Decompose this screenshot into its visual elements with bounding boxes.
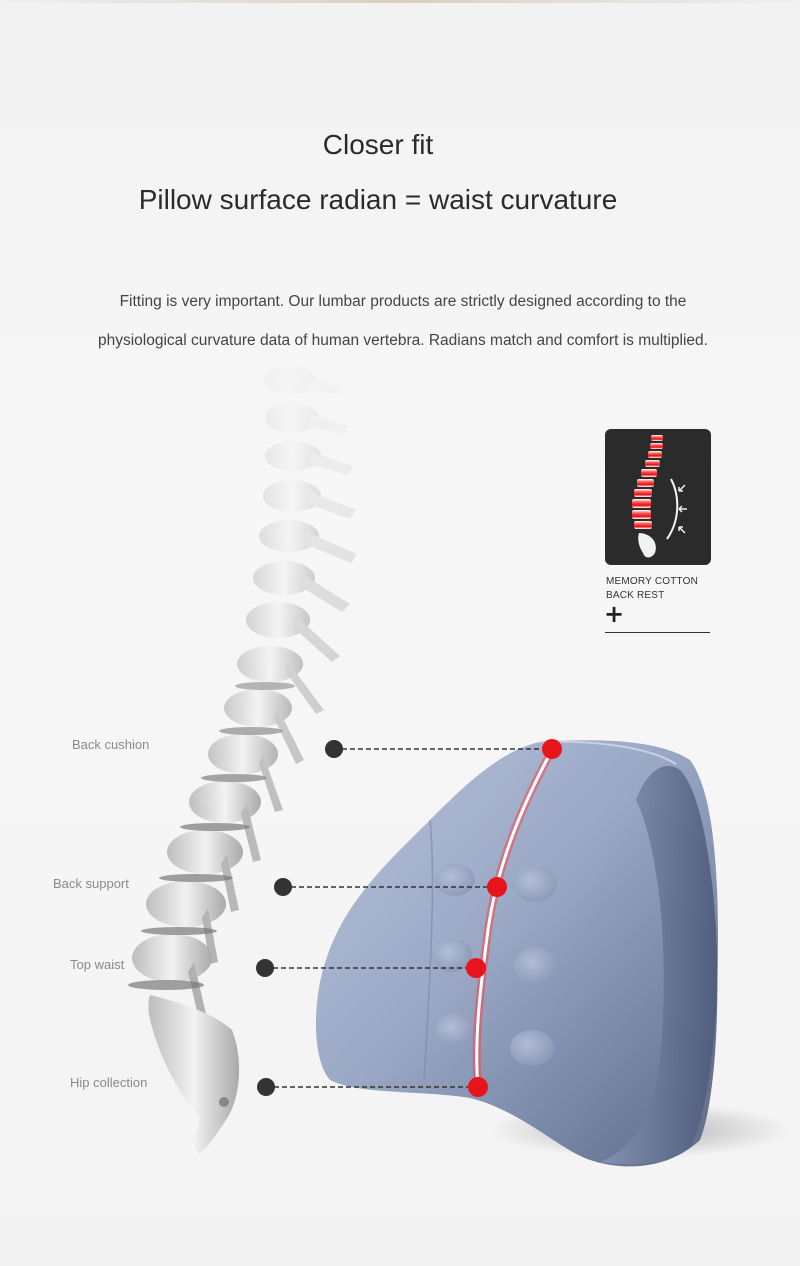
connector-top-waist bbox=[256, 958, 486, 978]
page-title: Closer fit bbox=[322, 129, 434, 160]
badge-line-1: MEMORY COTTON bbox=[606, 576, 699, 587]
top-accent-line bbox=[0, 0, 800, 3]
label-back-support: Back support bbox=[53, 876, 129, 891]
description-line-2: physiological curvature data of human ve… bbox=[98, 332, 708, 349]
label-top-waist: Top waist bbox=[70, 957, 125, 972]
connector-back-support bbox=[274, 877, 507, 897]
marker-dark-back-cushion bbox=[325, 740, 343, 758]
connector-back-cushion bbox=[325, 739, 562, 759]
label-back-cushion: Back cushion bbox=[72, 737, 150, 752]
lumbar-pillow-illustration bbox=[315, 740, 718, 1167]
page-subtitle: Pillow surface radian = waist curvature bbox=[138, 184, 618, 215]
marker-red-hip-collection bbox=[468, 1077, 488, 1097]
marker-dark-top-waist bbox=[256, 959, 274, 977]
badge-divider bbox=[605, 632, 710, 633]
description-line-1: Fitting is very important. Our lumbar pr… bbox=[119, 293, 687, 310]
marker-red-top-waist bbox=[466, 958, 486, 978]
plus-icon: + bbox=[604, 600, 625, 628]
marker-red-back-support bbox=[487, 877, 507, 897]
marker-dark-hip-collection bbox=[257, 1078, 275, 1096]
memory-cotton-badge bbox=[605, 429, 711, 565]
spine-illustration bbox=[128, 366, 357, 1154]
label-hip-collection: Hip collection bbox=[70, 1075, 148, 1090]
connector-hip-collection bbox=[257, 1077, 488, 1097]
marker-red-back-cushion bbox=[542, 739, 562, 759]
badge-line-2: BACK REST bbox=[606, 590, 665, 601]
spine-pressure-icon bbox=[632, 435, 687, 558]
marker-dark-back-support bbox=[274, 878, 292, 896]
